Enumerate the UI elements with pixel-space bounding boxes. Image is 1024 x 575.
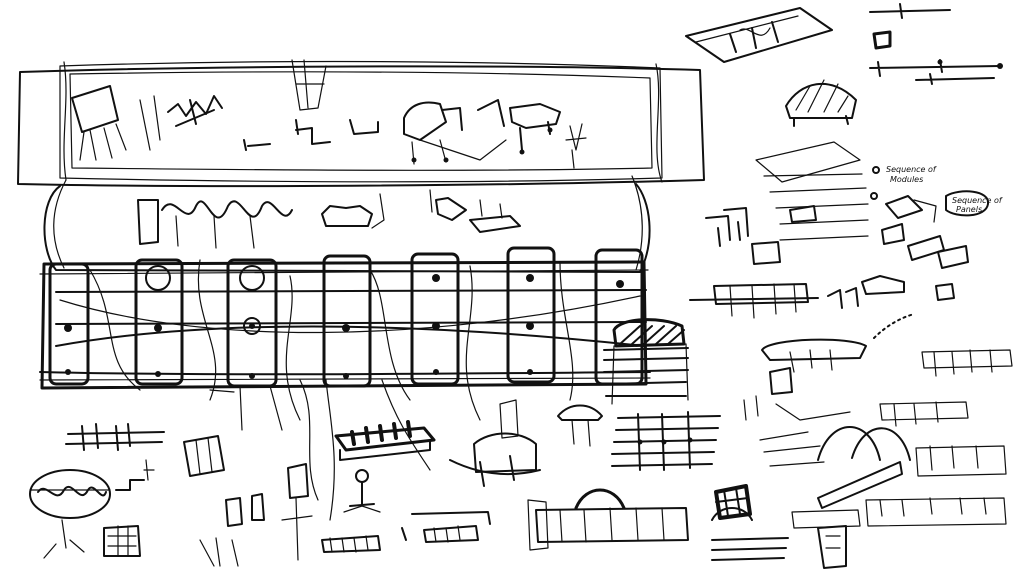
hatched-corner-block xyxy=(603,318,689,405)
study-fan-shell xyxy=(785,79,857,127)
elevation-scribbles xyxy=(89,259,574,521)
sketch-center-table xyxy=(334,420,436,513)
sketch-arch-grid xyxy=(527,488,689,551)
middle-band-frame xyxy=(43,175,651,273)
study-far-right-rail xyxy=(865,349,1013,527)
study-small-clamps xyxy=(827,275,955,309)
sketch-hood xyxy=(557,404,603,447)
sketch-cabinet xyxy=(183,435,265,567)
study-connectors-left xyxy=(705,207,781,265)
top-band-details xyxy=(71,59,587,169)
column-6 xyxy=(506,246,556,384)
sketch-bottom-left-module xyxy=(103,525,141,557)
study-top-right-rails xyxy=(869,3,1003,85)
sketch-bottom-left-rods xyxy=(65,423,165,481)
study-modules-cluster xyxy=(881,195,969,269)
sketch-circled-section xyxy=(29,469,145,559)
note-panels: Panels xyxy=(956,205,982,214)
top-band-frame xyxy=(17,60,705,188)
sketch-canopy xyxy=(449,399,541,487)
column-5 xyxy=(410,252,460,386)
column-4 xyxy=(322,254,372,388)
column-2 xyxy=(134,258,184,386)
middle-band-details xyxy=(137,189,521,249)
sketch-grid-cube xyxy=(711,484,789,561)
study-long-bench xyxy=(689,283,819,319)
sketch-bottom-plank xyxy=(791,509,861,569)
sketch-lamp-stand xyxy=(281,463,313,561)
study-top-right-block xyxy=(685,7,833,63)
study-dotted-arc xyxy=(873,313,915,339)
note-sequence-1: Sequence of xyxy=(886,165,937,174)
sketch-striped-panel xyxy=(611,411,721,471)
column-3 xyxy=(226,258,278,388)
sketch-bench-rows xyxy=(321,511,491,553)
note-modules: Modules xyxy=(890,175,923,184)
note-sequence-2: Sequence of xyxy=(952,196,1003,205)
study-double-arch xyxy=(759,426,1007,509)
column-1 xyxy=(48,262,90,386)
study-stacked-slabs xyxy=(755,141,869,241)
study-tray xyxy=(743,338,867,421)
study-notes: Sequence of Modules Sequence of Panels xyxy=(870,165,1003,217)
